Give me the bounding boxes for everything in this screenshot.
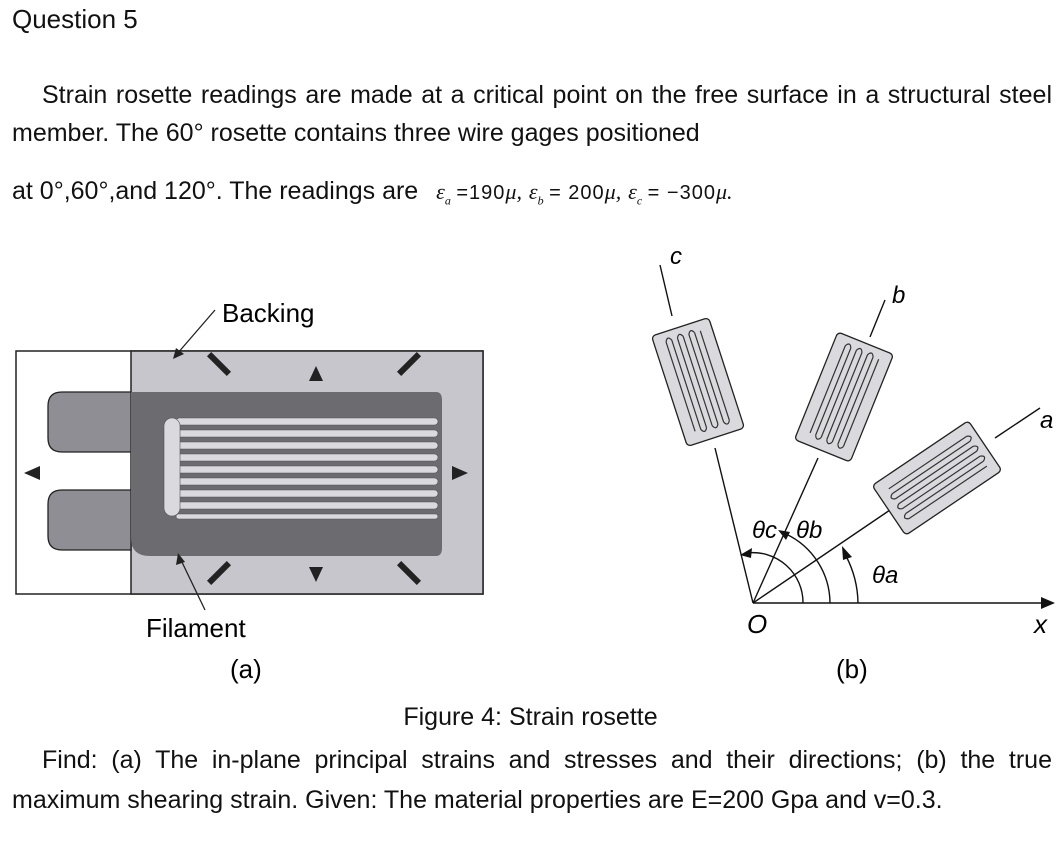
figure-caption: Figure 4: Strain rosette [403, 703, 658, 731]
filament-leader-arrow [176, 553, 185, 565]
label-c: c [670, 243, 682, 270]
readings-prefix: at 0°,60°,and 120°. The readings are [12, 177, 419, 205]
gage-a [873, 421, 1001, 535]
filament-loops [175, 417, 439, 520]
label-theta-b: θb [796, 517, 822, 544]
readings-line: at 0°,60°,and 120°. The readings are εa … [12, 172, 1052, 219]
strain-gage-figure: Backing Filament (a) [15, 298, 484, 684]
axis-b-line [752, 457, 819, 604]
arc-theta-b-arrow [778, 530, 790, 540]
arc-theta-c [746, 551, 804, 604]
intro-paragraph: Strain rosette readings are made at a cr… [12, 76, 1052, 152]
label-a: a [1040, 407, 1053, 434]
label-origin: O [747, 609, 767, 639]
arc-theta-a [845, 555, 859, 604]
strain-b: εb = 200μ, [528, 179, 622, 208]
backing-leader [176, 309, 216, 355]
axis-a-tail [994, 407, 1041, 439]
find-paragraph: Find: (a) The in-plane principal strains… [12, 746, 1052, 814]
strain-c: εc = −300μ. [628, 179, 733, 208]
filament-lead [131, 452, 161, 490]
question-title: Question 5 [12, 4, 138, 34]
filament-leader [179, 557, 206, 611]
alignment-marks [24, 351, 468, 586]
backing-leader-arrow [173, 348, 184, 359]
x-axis-arrow [1041, 597, 1055, 609]
label-theta-c: θc [752, 517, 777, 544]
filament-u-turn [163, 417, 181, 517]
figure-a-subcaption: (a) [230, 654, 262, 684]
axis-a-line [752, 509, 891, 604]
solder-tab-bottom [47, 489, 132, 551]
filament-body [131, 392, 442, 556]
backing-label: Backing [222, 298, 315, 328]
gage-c [651, 317, 745, 447]
strain-a: εa =190μ, [436, 179, 522, 208]
solder-tab-top [47, 391, 132, 453]
label-b: b [892, 282, 905, 309]
label-x: x [1032, 609, 1048, 639]
gage-b [795, 332, 893, 462]
axis-b-tail [869, 299, 886, 338]
intro-text: Strain rosette readings are made at a cr… [12, 81, 1052, 147]
arc-theta-b [785, 533, 831, 604]
axis-c-line [714, 447, 754, 604]
label-theta-a: θa [872, 562, 898, 589]
axis-c-tail [659, 264, 673, 317]
figure-b-subcaption: (b) [836, 654, 868, 684]
arc-theta-c-arrow [740, 548, 752, 558]
rosette-diagram: c b a x O θc θb θa (b) [651, 243, 1055, 684]
filament-label: Filament [146, 613, 246, 643]
arc-theta-a-arrow [842, 546, 852, 560]
